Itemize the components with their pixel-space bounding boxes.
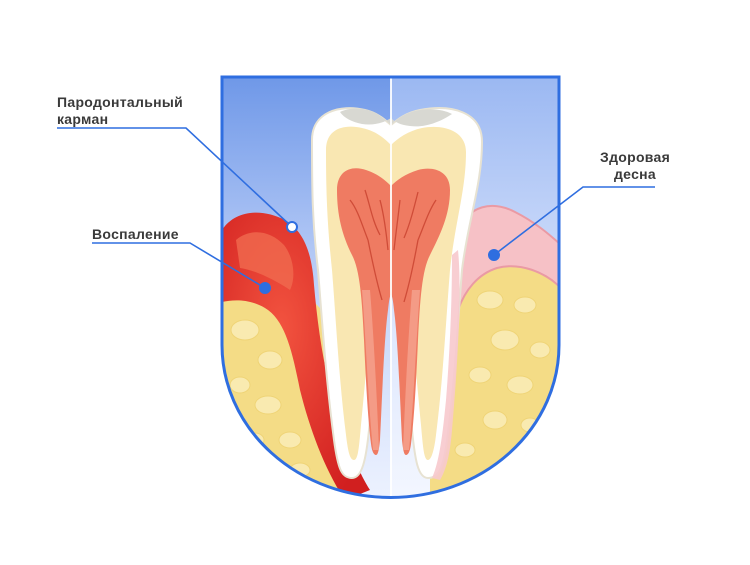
- healthy-gum-root: [432, 250, 460, 480]
- dot-pocket: [286, 221, 298, 233]
- label-healthy-gum: Здоровая десна: [600, 149, 670, 183]
- inflamed-gum-highlight: [236, 232, 294, 290]
- dot-healthy-gum: [488, 249, 500, 261]
- label-healthy-gum-line1: Здоровая: [600, 149, 671, 165]
- label-periodontal-pocket-line2: карман: [57, 111, 109, 127]
- leader-lines: [57, 127, 655, 289]
- leader-pocket: [57, 127, 293, 228]
- label-healthy-gum-line2: десна: [613, 166, 657, 182]
- pulp-vessels: [349, 189, 437, 303]
- shield-frame: [220, 75, 561, 499]
- label-inflammation: Воспаление: [92, 226, 179, 243]
- pulp-root-right: [403, 290, 420, 450]
- tooth-pulp: [337, 168, 450, 455]
- leader-dots: [259, 221, 500, 294]
- leader-inflammation: [92, 242, 266, 289]
- label-periodontal-pocket: Пародонтальный карман: [57, 94, 183, 128]
- tooth-crown-top: [340, 108, 452, 127]
- dot-inflammation: [259, 282, 271, 294]
- label-inflammation-text: Воспаление: [92, 226, 179, 242]
- leader-healthy-gum: [493, 186, 655, 256]
- pulp-root-left: [362, 290, 379, 450]
- label-periodontal-pocket-line1: Пародонтальный: [57, 94, 184, 110]
- healthy-gum: [453, 204, 559, 311]
